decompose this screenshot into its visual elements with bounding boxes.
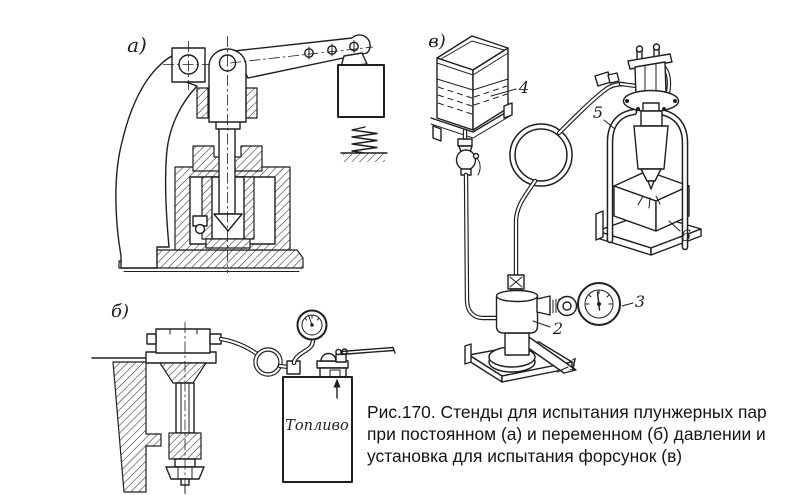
part-callouts: 4 5 6 3 2 1 (490, 78, 691, 374)
part-number-1: 1 (569, 355, 579, 374)
press-frame (115, 53, 198, 269)
test-injector-v (618, 43, 680, 209)
injector-test-unit-drawing-v: 4 5 6 3 2 1 в) (428, 31, 702, 383)
plunger-rod (218, 127, 236, 215)
press-stand-drawing-a: а) (115, 33, 388, 273)
view-label-b: б) (111, 301, 129, 322)
caption-line-2: при постоянном (а) и переменном (б) давл… (367, 423, 766, 444)
pressure-gauge-v (536, 282, 621, 326)
figure-caption: Рис.170. Стенды для испытания плунжерных… (367, 402, 800, 467)
part-number-2: 2 (552, 319, 563, 338)
stand-frame (606, 108, 689, 251)
coil-tube (509, 71, 626, 278)
spring (351, 126, 378, 154)
fuel-tank-label: Топливо (285, 418, 349, 434)
part-number-3: 3 (635, 292, 645, 311)
injector-holder-cone (159, 362, 207, 384)
flow-arrow (333, 378, 341, 388)
weight (337, 64, 385, 118)
caption-line-1: Рис.170. Стенды для испытания плунжерных… (367, 402, 767, 422)
fuel-tank (282, 376, 353, 483)
supply-tank (430, 35, 513, 142)
wall-section (112, 361, 162, 493)
pump-dome (320, 352, 337, 362)
part-number-6: 6 (681, 226, 691, 245)
view-label-a: а) (127, 33, 147, 57)
plunger-tip-cone (213, 213, 243, 232)
shutoff-valve (455, 149, 477, 171)
test-injector-b (155, 328, 211, 354)
lever-arm (233, 34, 371, 79)
view-label-v: в) (428, 31, 446, 52)
feed-pipe-and-valve (455, 128, 500, 321)
pump-lever (340, 346, 394, 353)
caption-line-3: установка для испытания форсунок (в) (367, 445, 683, 466)
injector-stand-drawing-b: Топливо б) (91, 301, 396, 494)
part-number-4: 4 (518, 78, 529, 97)
hand-press-pump (488, 274, 539, 373)
part-number-5: 5 (593, 103, 603, 122)
ground-hatching (343, 153, 385, 162)
